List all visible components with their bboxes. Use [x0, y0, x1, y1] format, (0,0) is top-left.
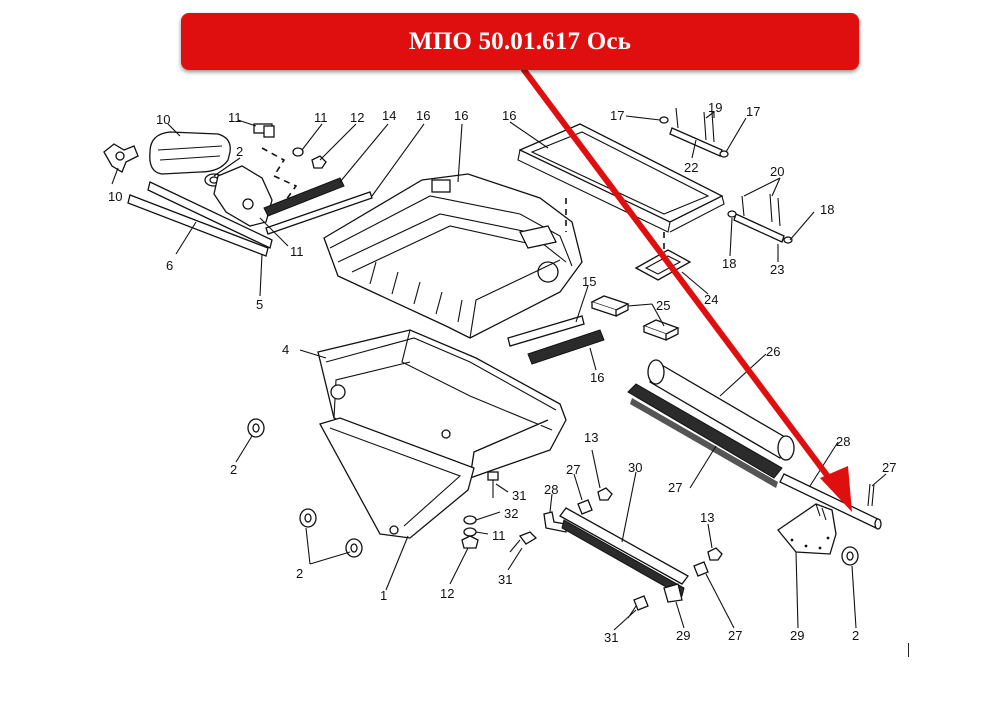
callout-11: 13 [584, 430, 598, 445]
part-2-washer [841, 546, 859, 566]
part-26-side-plate [777, 503, 837, 555]
part-13-strip-upper [265, 191, 373, 235]
callout-6: 10 [108, 189, 122, 204]
callout-29: 29 [676, 628, 690, 643]
callout-10: 11 [492, 528, 506, 543]
callout-13: 16 [416, 108, 430, 123]
part-11-nut [597, 487, 613, 501]
part-29-bracket [663, 583, 683, 603]
part-32-washer [463, 515, 477, 525]
callout-11: 12 [350, 110, 364, 125]
callout-25: 28 [836, 434, 850, 449]
part-24-pin [867, 483, 875, 507]
text-cursor [908, 643, 909, 657]
part-4-strip [147, 181, 273, 249]
part-7-cover [149, 131, 231, 175]
callout-22: 26 [766, 344, 780, 359]
part-13-seal-lower [527, 329, 605, 365]
callout-13: 16 [590, 370, 604, 385]
part-12-strip-lower [507, 315, 585, 347]
callout-2: 2 [852, 628, 859, 643]
part-30-brush-strip [559, 507, 689, 597]
callout-11: 12 [440, 586, 454, 601]
callout-31: 31 [498, 572, 512, 587]
callout-16: 17 [746, 104, 760, 119]
part-1-hopper [319, 417, 475, 539]
part-11-nut [707, 547, 723, 561]
red-pointer-arrow [521, 67, 852, 512]
callout-27: 27 [566, 462, 580, 477]
part-8-bolt [253, 123, 275, 138]
callout-18: 23 [770, 262, 784, 277]
callout-16: 17 [610, 108, 624, 123]
part-18-rod-lower [727, 193, 793, 244]
part-2-washer [247, 418, 265, 438]
part-19-frame [634, 249, 692, 281]
part-27-clip [693, 561, 709, 577]
part-title-banner: МПО 50.01.617 Ось [181, 13, 859, 70]
callout-15: 16 [502, 108, 516, 123]
callout-30: 30 [628, 460, 642, 475]
part-10-washer [292, 147, 304, 157]
part-10-washer [463, 527, 477, 537]
part-2-washer [345, 538, 363, 558]
callout-23: 27 [668, 480, 682, 495]
callout-26: 29 [790, 628, 804, 643]
part-9-plate [213, 165, 273, 227]
callout-1: 1 [380, 588, 387, 603]
callout-4: 5 [256, 297, 263, 312]
part-14-housing [323, 173, 583, 339]
part-6-knob [103, 143, 139, 173]
callout-11: 13 [700, 510, 714, 525]
part-23-brush [627, 383, 783, 488]
part-31-bolt [509, 531, 538, 553]
callout-9: 11 [290, 244, 304, 259]
callout-20: 25 [656, 298, 670, 313]
callout-17: 19 [708, 100, 722, 115]
part-22-roller [647, 359, 795, 461]
callout-2: 2 [236, 144, 243, 159]
callout-16: 18 [820, 202, 834, 217]
banner-title: МПО 50.01.617 Ось [408, 27, 632, 55]
callout-8: 11 [228, 110, 242, 125]
callout-19: 24 [704, 292, 718, 307]
part-11-nut [311, 155, 327, 169]
part-12-seal-upper [263, 177, 345, 217]
part-2-washer [299, 508, 317, 528]
callout-27: 27 [728, 628, 742, 643]
part-27-clip [577, 499, 593, 515]
callout-16: 18 [722, 256, 736, 271]
callout-24: 27 [882, 460, 896, 475]
callout-2: 2 [296, 566, 303, 581]
assembly-guide [261, 147, 298, 201]
callout-17: 20 [770, 164, 784, 179]
part-11-nut [461, 535, 479, 549]
part-3-body [317, 329, 567, 479]
callout-32: 32 [504, 506, 518, 521]
callout-28: 28 [544, 482, 558, 497]
callout-18: 22 [684, 160, 698, 175]
callout-10: 11 [314, 110, 328, 125]
leader-lines [111, 111, 887, 631]
part-31-bolt [487, 471, 499, 498]
callout-labels: 10 10 11 2 11 12 14 16 16 16 17 19 17 22… [108, 100, 896, 645]
callout-12: 14 [382, 108, 396, 123]
part-5-strip [127, 194, 269, 257]
part-31-bolt [627, 595, 649, 619]
callout-12: 15 [582, 274, 596, 289]
callout-3: 4 [282, 342, 289, 357]
part-20-block [590, 295, 680, 341]
callout-5: 6 [166, 258, 173, 273]
callout-2: 2 [230, 462, 237, 477]
callout-31: 31 [512, 488, 526, 503]
callout-14: 16 [454, 108, 468, 123]
callout-31: 31 [604, 630, 618, 645]
callout-7: 10 [156, 112, 170, 127]
